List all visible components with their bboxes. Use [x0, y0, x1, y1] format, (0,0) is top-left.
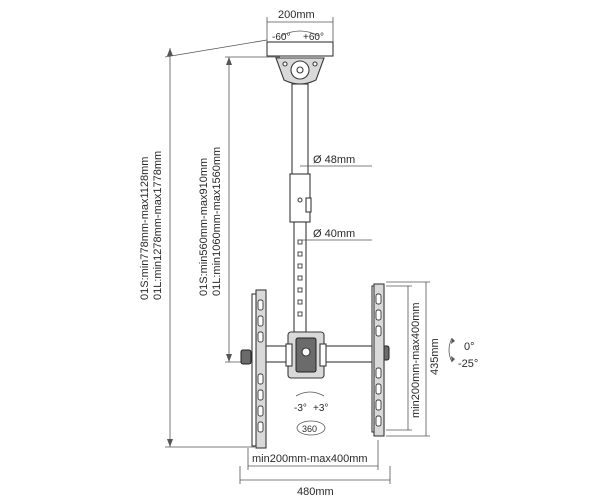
pole-lower-diameter-label: Ø 40mm — [313, 228, 355, 240]
roll-indicator: -3° +3° — [294, 391, 328, 414]
vesa-horizontal-label: min200mm-max400mm — [252, 453, 368, 465]
pole-height-labels: 01S:min560mm-max910mm 01L:min1060mm-max1… — [198, 147, 223, 296]
right-vertical-arm — [371, 283, 385, 437]
left-arm-slots — [257, 299, 264, 433]
tilt-down-label: -25° — [458, 358, 478, 370]
swivel-right-label: +60° — [303, 32, 324, 43]
ceiling-plate: -60° +60° — [266, 30, 334, 85]
right-arm-slots — [375, 293, 382, 427]
vesa-vertical-dimension: min200mm-max400mm — [386, 285, 422, 431]
pole-adjustment-holes — [297, 239, 303, 317]
height-total-s-label: 01S:min778mm-max1128mm — [139, 157, 151, 300]
upper-diameter-callout: Ø 48mm — [300, 154, 372, 167]
left-vertical-arm — [251, 289, 267, 449]
lower-diameter-callout: Ø 40mm — [300, 228, 372, 241]
vesa-horizontal-dimension: min200mm-max400mm — [247, 440, 379, 470]
roll-right-label: +3° — [313, 403, 328, 414]
swivel-left-label: -60° — [272, 32, 290, 43]
overall-width-dimension: 480mm — [239, 466, 391, 498]
total-height-labels: 01S:min778mm-max1128mm 01L:min1278mm-max… — [139, 151, 164, 300]
arm-height-dimension: 435mm — [386, 281, 441, 437]
roll-left-label: -3° — [294, 403, 307, 414]
top-width-label: 200mm — [278, 9, 315, 21]
top-width-dimension: 200mm — [266, 9, 334, 42]
arm-height-label: 435mm — [429, 338, 441, 375]
height-pole-s-label: 01S:min560mm-max910mm — [198, 158, 210, 296]
tilt-indicator: 0° -25° — [448, 337, 478, 370]
extension-pole — [289, 83, 312, 333]
overall-width-label: 480mm — [297, 486, 334, 498]
height-total-l-label: 01L:min1278mm-max1778mm — [152, 151, 164, 300]
height-pole-l-label: 01L:min1060mm-max1560mm — [211, 147, 223, 296]
height-reference-lines — [164, 39, 280, 448]
vesa-vertical-label: min200mm-max400mm — [410, 302, 422, 418]
rotation-indicator: 360 — [296, 420, 326, 436]
tilt-up-label: 0° — [464, 341, 475, 353]
pole-upper-diameter-label: Ø 48mm — [313, 154, 355, 166]
tilt-head — [240, 331, 390, 379]
rotation-label: 360 — [302, 424, 317, 434]
